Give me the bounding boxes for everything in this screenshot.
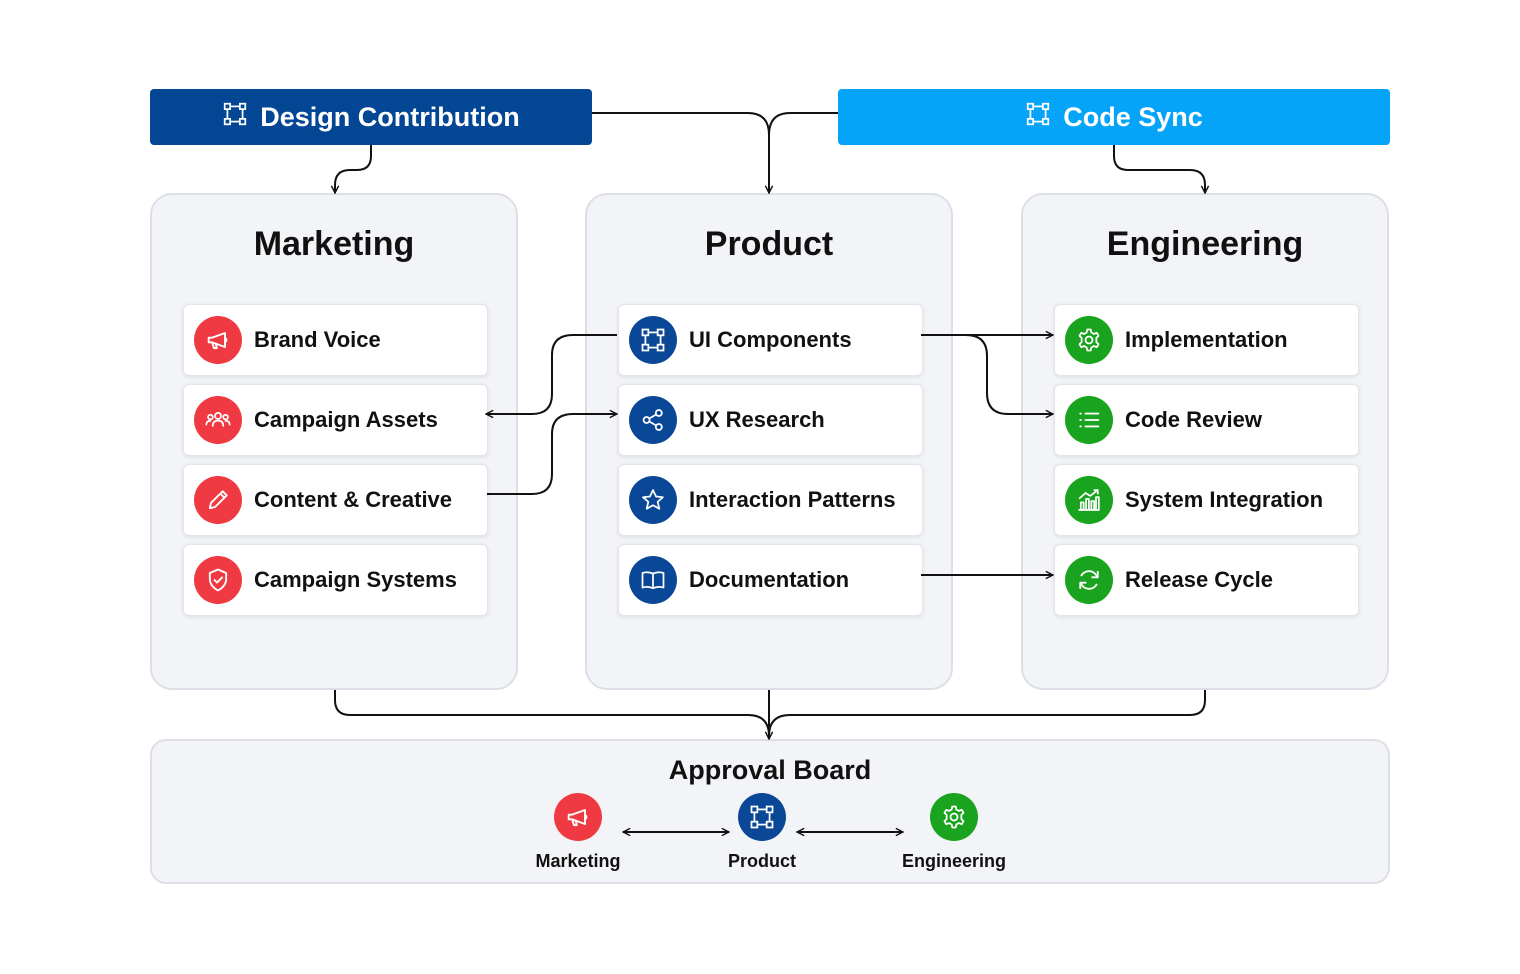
frame-icon [1025, 101, 1051, 134]
marketing-column: Marketing Brand Voice Campaign Assets [150, 193, 518, 690]
connector-design-to-product [592, 112, 769, 193]
list-icon [1065, 396, 1113, 444]
refresh-icon [1065, 556, 1113, 604]
shield-check-icon [194, 556, 242, 604]
card-interaction-patterns[interactable]: Interaction Patterns [618, 464, 923, 536]
design-contribution-banner[interactable]: Design Contribution [150, 89, 592, 145]
approval-board: Approval Board Marketing Product Enginee… [150, 739, 1390, 884]
connector-codesync-to-engineering [1113, 145, 1205, 193]
design-contribution-label: Design Contribution [260, 101, 520, 132]
frame-icon [222, 101, 248, 134]
card-system-integration[interactable]: System Integration [1054, 464, 1359, 536]
card-campaign-systems[interactable]: Campaign Systems [183, 544, 488, 616]
code-sync-banner[interactable]: Code Sync [838, 89, 1390, 145]
frame-icon[interactable] [738, 793, 786, 841]
connector-marketing-to-approval [334, 690, 770, 737]
pencil-icon [194, 476, 242, 524]
chart-up-icon [1065, 476, 1113, 524]
approval-member-product: Product [727, 851, 796, 871]
card-implementation[interactable]: Implementation [1054, 304, 1359, 376]
card-brand-voice[interactable]: Brand Voice [183, 304, 488, 376]
approval-member-marketing: Marketing [535, 851, 621, 871]
gear-icon[interactable] [930, 793, 978, 841]
card-label: Brand Voice [254, 327, 381, 352]
card-label: Campaign Assets [254, 407, 438, 432]
frame-icon [629, 316, 677, 364]
connector-design-to-marketing [335, 145, 372, 193]
open-book-icon [629, 556, 677, 604]
card-label: Release Cycle [1125, 567, 1273, 592]
card-label: Code Review [1125, 407, 1262, 432]
card-label: UI Components [689, 327, 852, 352]
card-label: Content & Creative [254, 487, 453, 512]
card-ui-components[interactable]: UI Components [618, 304, 923, 376]
card-label: System Integration [1125, 487, 1324, 512]
card-documentation[interactable]: Documentation [618, 544, 923, 616]
card-label: UX Research [689, 407, 825, 432]
star-icon [629, 476, 677, 524]
card-content-creative[interactable]: Content & Creative [183, 464, 488, 536]
approval-board-title: Approval Board [668, 755, 872, 785]
card-code-review[interactable]: Code Review [1054, 384, 1359, 456]
card-label: Implementation [1125, 327, 1288, 352]
product-title: Product [704, 225, 834, 263]
code-sync-label: Code Sync [1063, 101, 1203, 132]
megaphone-icon [194, 316, 242, 364]
card-ux-research[interactable]: UX Research [618, 384, 923, 456]
share-nodes-icon [629, 396, 677, 444]
megaphone-icon[interactable] [554, 793, 602, 841]
card-label: Documentation [689, 567, 850, 592]
engineering-title: Engineering [1106, 225, 1304, 263]
engineering-column: Engineering Implementation Code Review [1021, 193, 1389, 690]
card-release-cycle[interactable]: Release Cycle [1054, 544, 1359, 616]
connector-engineering-to-approval [768, 690, 1206, 737]
marketing-title: Marketing [253, 225, 415, 263]
users-group-icon [194, 396, 242, 444]
approval-member-engineering: Engineering [901, 851, 1006, 871]
card-label: Interaction Patterns [689, 487, 896, 512]
connector-codesync-to-product [768, 112, 838, 136]
gear-icon [1065, 316, 1113, 364]
card-label: Campaign Systems [254, 567, 457, 592]
product-column: Product UI Components UX Research [585, 193, 953, 690]
card-campaign-assets[interactable]: Campaign Assets [183, 384, 488, 456]
